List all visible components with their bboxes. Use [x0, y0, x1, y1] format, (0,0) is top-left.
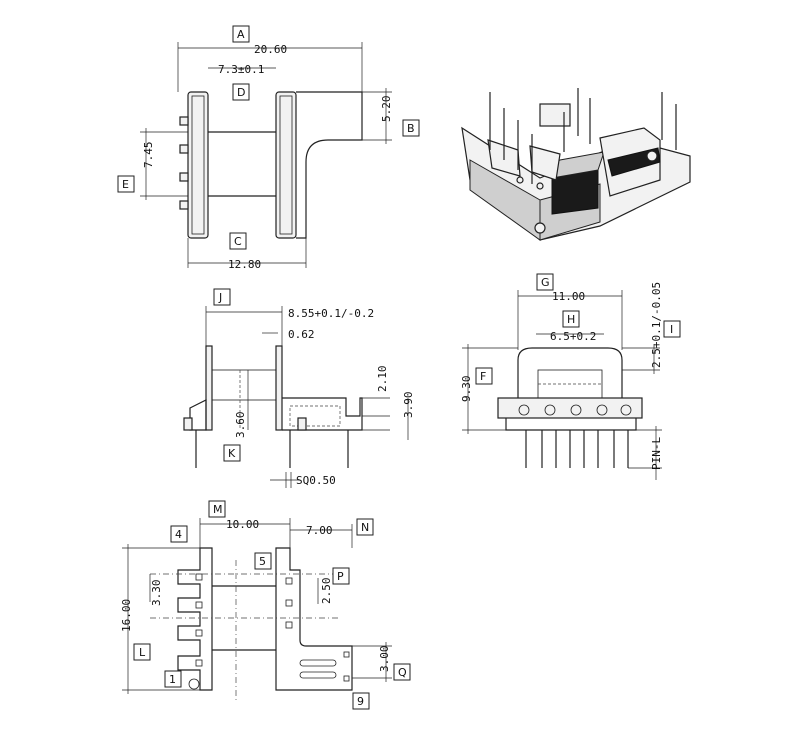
label-g: G: [541, 276, 550, 289]
pin-label-9: 9: [357, 695, 364, 708]
label-box-j: [213, 288, 231, 306]
label-n: N: [361, 521, 369, 534]
dim-l-value: 16.00: [120, 599, 133, 632]
label-f: F: [480, 370, 486, 383]
dim-h-value: 6.5+0.2: [550, 330, 596, 343]
dim-i-value: 2.5+0.1/-0.05: [650, 282, 663, 368]
pin-label-4: 4: [175, 528, 182, 541]
label-box-d: [232, 83, 250, 101]
pin-label-1: 1: [169, 673, 176, 686]
dim-j-value: 8.55+0.1/-0.2: [288, 307, 374, 320]
dim-210-value: 2.10: [376, 366, 389, 393]
isometric-view: [461, 88, 691, 241]
label-box-n: [356, 518, 374, 536]
label-box-k: [223, 444, 241, 462]
dim-sq-value: SQ0.50: [296, 474, 336, 487]
label-box-l: [133, 643, 151, 661]
label-box-f: [475, 367, 493, 385]
front-view: J 8.55+0.1/-0.2 0.62 2.10 3.90 3.60 K: [183, 288, 415, 488]
dim-360-value: 3.60: [234, 412, 247, 439]
label-box-m: [208, 500, 226, 518]
top-view: A 20.60 7.3±0.1 D 5.20 B 7.45: [117, 25, 420, 271]
dim-q-value: 3.00: [378, 646, 391, 673]
label-box-1: [164, 670, 182, 688]
label-b: B: [407, 122, 415, 135]
label-box-a: [232, 25, 250, 43]
dim-b-value: 5.20: [380, 96, 393, 123]
label-e: E: [122, 178, 129, 191]
label-i: I: [670, 323, 673, 336]
side-view: G 11.00 H 6.5+0.2 9.30 F: [460, 273, 681, 480]
label-box-5: [254, 552, 272, 570]
dim-pinl-value: PIN-L: [650, 437, 663, 470]
label-k: K: [228, 447, 236, 460]
label-p: P: [337, 570, 344, 583]
label-box-9: [352, 692, 370, 710]
dim-f-value: 9.30: [460, 376, 473, 403]
label-box-g: [536, 273, 554, 291]
dim-m-value: 10.00: [226, 518, 259, 531]
dim-g-value: 11.00: [552, 290, 585, 303]
label-box-4: [170, 525, 188, 543]
label-box-p: [332, 567, 350, 585]
label-box-q: [393, 663, 411, 681]
dim-n-value: 7.00: [306, 524, 333, 537]
label-box-h: [562, 310, 580, 328]
bottom-view: M 10.00 7.00 N 4 5 1 9: [120, 500, 411, 710]
dim-330-value: 3.30: [150, 580, 163, 607]
label-h: H: [567, 313, 575, 326]
label-m: M: [213, 503, 223, 516]
label-l: L: [139, 646, 146, 659]
dim-390-value: 3.90: [402, 392, 415, 419]
pin-label-5: 5: [259, 555, 266, 568]
label-box-e: [117, 175, 135, 193]
dim-d-value: 7.3±0.1: [218, 63, 264, 76]
dim-e-value: 7.45: [142, 142, 155, 169]
label-c: C: [234, 235, 242, 248]
label-box-c: [229, 232, 247, 250]
label-box-b: [402, 119, 420, 137]
dim-p-value: 2.50: [320, 578, 333, 605]
label-box-i: [663, 320, 681, 338]
dim-a-value: 20.60: [254, 43, 287, 56]
dim-c-value: 12.80: [228, 258, 261, 271]
dim-062-value: 0.62: [288, 328, 315, 341]
label-a: A: [237, 28, 245, 41]
label-j: J: [218, 291, 222, 304]
label-q: Q: [398, 666, 407, 679]
label-d: D: [237, 86, 245, 99]
